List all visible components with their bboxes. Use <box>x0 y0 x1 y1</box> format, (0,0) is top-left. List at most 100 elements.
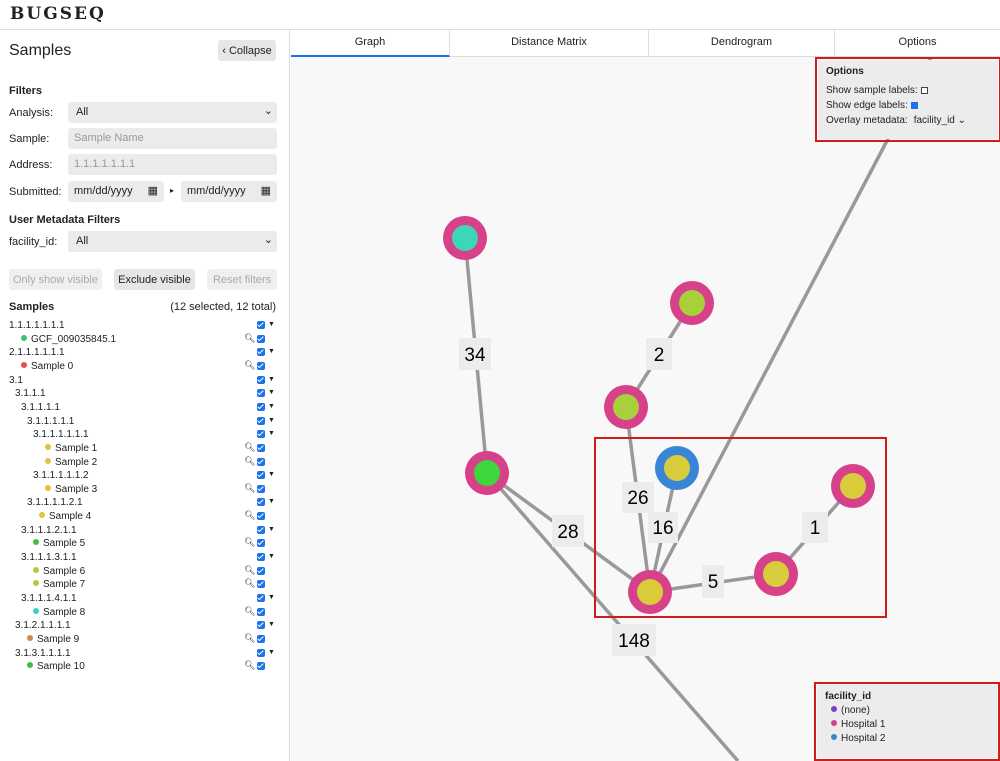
sample-leaf[interactable]: Sample 2 <box>45 456 97 469</box>
zoom-to-sample-icon[interactable]: 🔍︎ <box>244 441 256 452</box>
select-checkbox[interactable] <box>257 443 265 452</box>
tree-group-row[interactable]: 3.1.3.1.1.1.1 <box>15 647 71 660</box>
select-checkbox[interactable] <box>257 512 265 521</box>
select-checkbox[interactable] <box>257 634 265 643</box>
expand-caret-icon[interactable]: ▼ <box>268 430 275 438</box>
graph-node[interactable] <box>628 570 672 614</box>
expand-caret-icon[interactable]: ▼ <box>268 321 275 328</box>
select-checkbox[interactable] <box>257 580 265 589</box>
sample-leaf[interactable]: Sample 7 <box>33 578 85 591</box>
select-checkbox[interactable] <box>257 389 265 398</box>
zoom-to-sample-icon[interactable]: 🔍︎ <box>244 632 256 643</box>
select-checkbox[interactable] <box>257 484 265 493</box>
expand-caret-icon[interactable]: ▼ <box>268 594 275 601</box>
tree-group-row[interactable]: 3.1.1.1.1 <box>21 401 60 414</box>
sample-leaf[interactable]: Sample 1 <box>45 442 97 455</box>
zoom-to-sample-icon[interactable]: 🔍︎ <box>244 564 256 575</box>
tab-graph[interactable]: Graph <box>291 30 450 57</box>
zoom-to-sample-icon[interactable]: 🔍︎ <box>244 660 256 671</box>
graph-node[interactable] <box>443 216 487 260</box>
tree-group-row[interactable]: 3.1.2.1.1.1.1 <box>15 619 71 632</box>
collapse-button[interactable]: ‹ Collapse <box>218 40 276 61</box>
expand-caret-icon[interactable]: ▼ <box>268 498 275 506</box>
select-checkbox[interactable] <box>257 402 265 411</box>
select-checkbox[interactable] <box>257 662 265 671</box>
expand-caret-icon[interactable]: ▼ <box>268 621 275 629</box>
submitted-to-date[interactable]: mm/dd/yyyy ▦ <box>181 181 277 202</box>
zoom-to-sample-icon[interactable]: 🔍︎ <box>244 605 256 616</box>
show-sample-labels-checkbox[interactable] <box>920 87 928 94</box>
bugseq-logo[interactable]: BUGSEQ <box>10 4 106 24</box>
graph-node[interactable] <box>670 281 714 325</box>
select-checkbox[interactable] <box>257 648 265 657</box>
select-checkbox[interactable] <box>257 539 265 548</box>
select-checkbox[interactable] <box>257 553 265 562</box>
select-checkbox[interactable] <box>257 348 265 357</box>
tab-dendrogram[interactable]: Dendrogram <box>649 30 835 57</box>
sample-leaf[interactable]: Sample 9 <box>27 633 79 646</box>
only-show-visible-button[interactable]: Only show visible <box>9 269 102 290</box>
sample-leaf[interactable]: Sample 6 <box>33 565 85 578</box>
zoom-to-sample-icon[interactable]: 🔍︎ <box>244 359 256 370</box>
sample-leaf[interactable]: GCF_009035845.1 <box>21 333 116 346</box>
tree-group-row[interactable]: 3.1.1.1.1.1 <box>27 415 74 428</box>
select-checkbox[interactable] <box>257 607 265 616</box>
select-checkbox[interactable] <box>257 498 265 507</box>
zoom-to-sample-icon[interactable]: 🔍︎ <box>244 578 256 589</box>
tree-group-row[interactable]: 3.1.1.1 <box>15 387 46 400</box>
calendar-icon[interactable]: ▦ <box>147 185 158 197</box>
select-checkbox[interactable] <box>257 416 265 425</box>
exclude-visible-button[interactable]: Exclude visible <box>114 269 195 290</box>
select-checkbox[interactable] <box>257 375 265 384</box>
sample-leaf[interactable]: Sample 3 <box>45 483 97 496</box>
select-checkbox[interactable] <box>257 621 265 630</box>
tree-group-row[interactable]: 3.1.1.1.3.1.1 <box>21 551 77 564</box>
select-checkbox[interactable] <box>257 457 265 466</box>
calendar-icon[interactable]: ▦ <box>260 185 271 197</box>
graph-node[interactable] <box>831 464 875 508</box>
select-checkbox[interactable] <box>257 566 265 575</box>
graph-node[interactable] <box>655 446 699 490</box>
zoom-to-sample-icon[interactable]: 🔍︎ <box>244 332 256 343</box>
tree-group-row[interactable]: 3.1.1.1.1.2.1 <box>27 496 83 509</box>
sample-leaf[interactable]: Sample 5 <box>33 537 85 550</box>
graph-node[interactable] <box>754 552 798 596</box>
zoom-to-sample-icon[interactable]: 🔍︎ <box>244 482 256 493</box>
select-checkbox[interactable] <box>257 361 265 370</box>
expand-caret-icon[interactable]: ▼ <box>268 348 275 356</box>
tab-options[interactable]: Options <box>898 36 937 48</box>
sample-leaf[interactable]: Sample 4 <box>39 510 91 523</box>
tree-group-row[interactable]: 3.1.1.1.2.1.1 <box>21 524 77 537</box>
select-checkbox[interactable] <box>257 594 265 602</box>
submitted-from-date[interactable]: mm/dd/yyyy ▦ <box>68 181 164 202</box>
sample-leaf[interactable]: Sample 8 <box>33 606 85 619</box>
tree-group-row[interactable]: 3.1.1.1.4.1.1 <box>21 592 77 605</box>
expand-caret-icon[interactable]: ▼ <box>268 553 275 561</box>
tree-group-row[interactable]: 1.1.1.1.1.1.1 <box>9 319 65 332</box>
expand-caret-icon[interactable]: ▼ <box>268 471 275 479</box>
select-checkbox[interactable] <box>257 430 265 439</box>
select-checkbox[interactable] <box>257 321 265 329</box>
expand-caret-icon[interactable]: ▼ <box>268 525 275 533</box>
expand-caret-icon[interactable]: ▼ <box>268 389 275 397</box>
expand-caret-icon[interactable]: ▼ <box>268 402 275 410</box>
graph-node[interactable] <box>465 451 509 495</box>
overlay-metadata-select[interactable]: facility_id ⌄ <box>913 115 967 126</box>
select-checkbox[interactable] <box>257 525 265 534</box>
select-checkbox[interactable] <box>257 334 265 343</box>
show-edge-labels-checkbox[interactable] <box>910 102 918 109</box>
expand-caret-icon[interactable]: ▼ <box>268 416 275 424</box>
select-checkbox[interactable] <box>257 471 265 480</box>
reset-filters-button[interactable]: Reset filters <box>207 269 277 290</box>
sample-name-input[interactable]: Sample Name <box>68 128 277 149</box>
tree-group-row[interactable]: 3.1 <box>9 374 23 387</box>
tree-group-row[interactable]: 3.1.1.1.1.1.1 <box>33 428 89 441</box>
network-graph[interactable]: 34 2 26 16 28 1 5 148 <box>291 57 1000 761</box>
sample-leaf[interactable]: Sample 10 <box>27 660 85 673</box>
zoom-to-sample-icon[interactable]: 🔍︎ <box>244 510 256 521</box>
facility-select[interactable]: All ⌄ <box>68 231 277 252</box>
analysis-select[interactable]: All ⌄ <box>68 102 277 123</box>
tab-distance-matrix[interactable]: Distance Matrix <box>450 30 649 57</box>
tree-group-row[interactable]: 3.1.1.1.1.1.2 <box>33 469 89 482</box>
tree-group-row[interactable]: 2.1.1.1.1.1.1 <box>9 346 65 359</box>
